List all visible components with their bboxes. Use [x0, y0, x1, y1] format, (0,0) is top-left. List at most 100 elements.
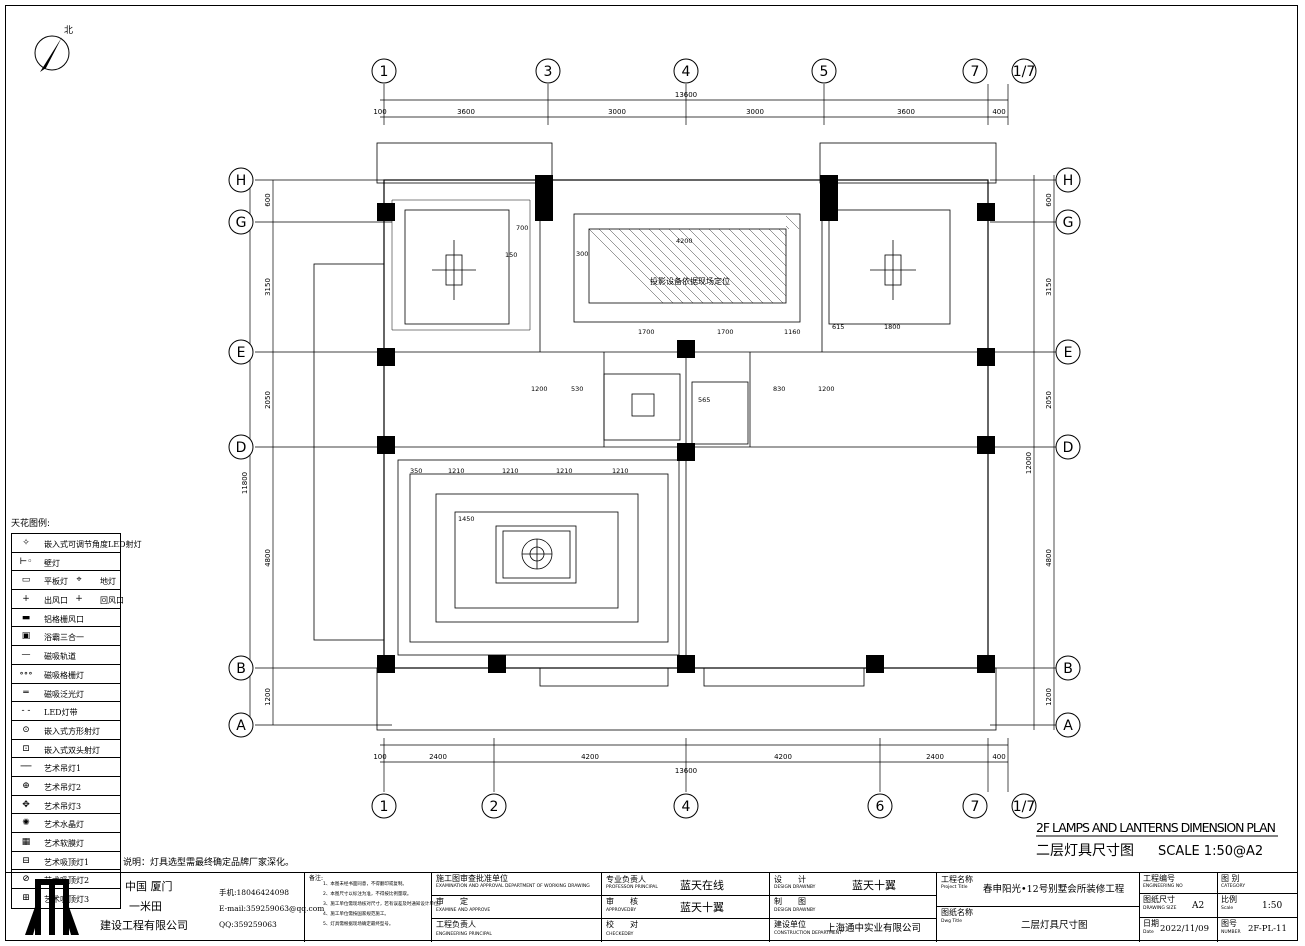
eng-en: ENGINEERING PRINCIPAL [436, 932, 492, 937]
grid-left-circle [228, 655, 254, 681]
legend-label: 艺术吊灯3 [44, 801, 82, 811]
draw-en: DESIGN DRAWNBY [774, 908, 816, 913]
dim-inner: 1200 [531, 385, 548, 393]
legend-row: ⊕艺术吊灯2 [12, 777, 120, 796]
legend-label: 浴霸三合一 [44, 633, 84, 643]
legend-label: 嵌入式方形射灯 [44, 726, 100, 736]
grid-bottom-label: 1 [380, 799, 389, 815]
engno-cn: 工程编号 [1143, 874, 1175, 883]
prof-val: 蓝天在线 [680, 879, 724, 892]
dim-left-seg: 4800 [264, 549, 272, 567]
remark-line: 2、本图尺寸以标注为准，不得按比例量取。 [323, 892, 412, 897]
dim-top-seg: 3000 [608, 108, 626, 116]
grid-left-circle [228, 712, 254, 738]
grid-top-label: 4 [682, 64, 691, 80]
legend-row: - - LED灯带 [12, 702, 120, 721]
dim-inner: 1160 [784, 328, 801, 336]
dim-top-seg: 3000 [746, 108, 764, 116]
build-en: CONSTRUCTION DEPARTMENT [774, 931, 842, 936]
title-block: 中国 厦门 一米田 建设工程有限公司 手机:18046424098 E-mail… [5, 872, 1298, 942]
dim-inner: 1210 [502, 467, 519, 475]
legend-row: ✺艺术水晶灯 [12, 814, 120, 833]
prof-en: PROFESSON PRINCIPAL [606, 885, 658, 890]
dim-bottom-seg: 100 [373, 753, 386, 761]
grid-right-label: G [1063, 215, 1074, 231]
legend-row: ▦艺术软膜灯 [12, 833, 120, 852]
grid-bottom-label: 7 [971, 799, 980, 815]
grid-right-circle [1055, 167, 1081, 193]
date-cn: 日期 [1143, 919, 1159, 928]
legend-title: 天花图例: [11, 517, 50, 529]
plan-scale: SCALE 1:50@A2 [1158, 844, 1263, 859]
grid-top-label: 1/7 [1013, 64, 1036, 80]
dwg-en: Dwg Title [941, 919, 963, 924]
legend-symbol-icon: ⌖ [76, 575, 82, 586]
remarks-label: 备注: [309, 875, 324, 882]
grid-left-label: E [237, 345, 246, 361]
legend-symbol-icon: ✥ [22, 799, 30, 810]
legend-label: 地灯 [100, 577, 116, 587]
grid-right-label: D [1063, 440, 1074, 456]
building-walls [313, 142, 997, 731]
proj-cn: 工程名称 [941, 875, 973, 884]
legend-symbol-icon: ✺ [22, 818, 30, 829]
company-logo [25, 879, 79, 935]
remark-line: 1、本图未经书面同意，不得翻印或复制。 [323, 882, 407, 887]
remarks-cell: 备注: 1、本图未经书面同意，不得翻印或复制。 2、本图尺寸以标注为准，不得按比… [305, 873, 443, 942]
cat-en: CATEGORY [1221, 884, 1246, 889]
grid-right-label: A [1063, 718, 1073, 734]
appr-en: APPROVEDBY [606, 908, 637, 913]
dim-inner: 4200 [676, 237, 693, 245]
north-arrow: 北 [34, 25, 73, 72]
legend-row: ⊢◦壁灯 [12, 553, 120, 572]
legend-row: ⊙嵌入式方形射灯 [12, 721, 120, 740]
grid-left-label: H [236, 173, 247, 189]
dim-left-seg: 2050 [264, 391, 272, 409]
company-phone: 手机:18046424098 [219, 888, 290, 897]
engno-en: ENGINEERING NO [1143, 884, 1183, 889]
dim-left-seg: 3150 [264, 278, 272, 296]
dim-inner: 150 [505, 251, 517, 259]
projector-hatch [588, 215, 800, 304]
dim-right-seg: 1200 [1045, 688, 1053, 706]
legend-label: 艺术吸顶灯1 [44, 857, 90, 867]
grid-left-label: B [236, 661, 246, 677]
build-val: 上海通中实业有限公司 [826, 923, 922, 934]
company-qq: QQ:359259063 [219, 920, 277, 929]
grid-top-label: 5 [820, 64, 829, 80]
legend-label: LED灯带 [44, 708, 78, 718]
build-cn: 建设单位 [774, 920, 806, 929]
legend-label: 铝格栅风口 [44, 614, 84, 624]
dim-top-seg: 400 [992, 108, 1005, 116]
num-val: 2F-PL-11 [1248, 924, 1287, 934]
legend-symbol-icon: ⊕ [22, 780, 30, 791]
dim-bottom-seg: 2400 [926, 753, 944, 761]
grid-bottom-circle [673, 793, 699, 819]
legend-row: —磁吸轨道 [12, 646, 120, 665]
plan-title-cn: 二层灯具尺寸图 [1036, 843, 1134, 859]
grid-bottom-label: 2 [490, 799, 499, 815]
dim-inner: 700 [516, 224, 528, 232]
grid-right-circle [1055, 655, 1081, 681]
legend-row: ▣浴霸三合一 [12, 627, 120, 647]
dim-top-total: 13600 [675, 91, 697, 99]
grid-top-circle [673, 58, 699, 84]
project-cell: 工程名称 Project Title 春申阳光•12号别墅会所装修工程 图纸名称… [937, 873, 1140, 942]
professional-cell: 专业负责人 PROFESSON PRINCIPAL 蓝天在线 审 核 APPRO… [602, 873, 770, 942]
appr-val: 蓝天十翼 [680, 901, 724, 914]
num-cn: 图号 [1221, 919, 1237, 928]
dim-bottom-seg: 4200 [581, 753, 599, 761]
dim-bottom-seg: 4200 [774, 753, 792, 761]
north-label: 北 [64, 25, 73, 36]
grid-right-circle [1055, 339, 1081, 365]
examine-cn: 审 定 [436, 897, 468, 906]
dim-right-seg: 4800 [1045, 549, 1053, 567]
grid-bottom-circle [371, 793, 397, 819]
grid-top-label: 3 [544, 64, 553, 80]
design-cn: 设 计 [774, 875, 806, 884]
date-en: Date [1143, 930, 1154, 935]
grid-right-circle [1055, 209, 1081, 235]
grid-left-label: D [236, 440, 247, 456]
grid-top-circle [371, 58, 397, 84]
legend-symbol-icon: - - [21, 706, 31, 717]
